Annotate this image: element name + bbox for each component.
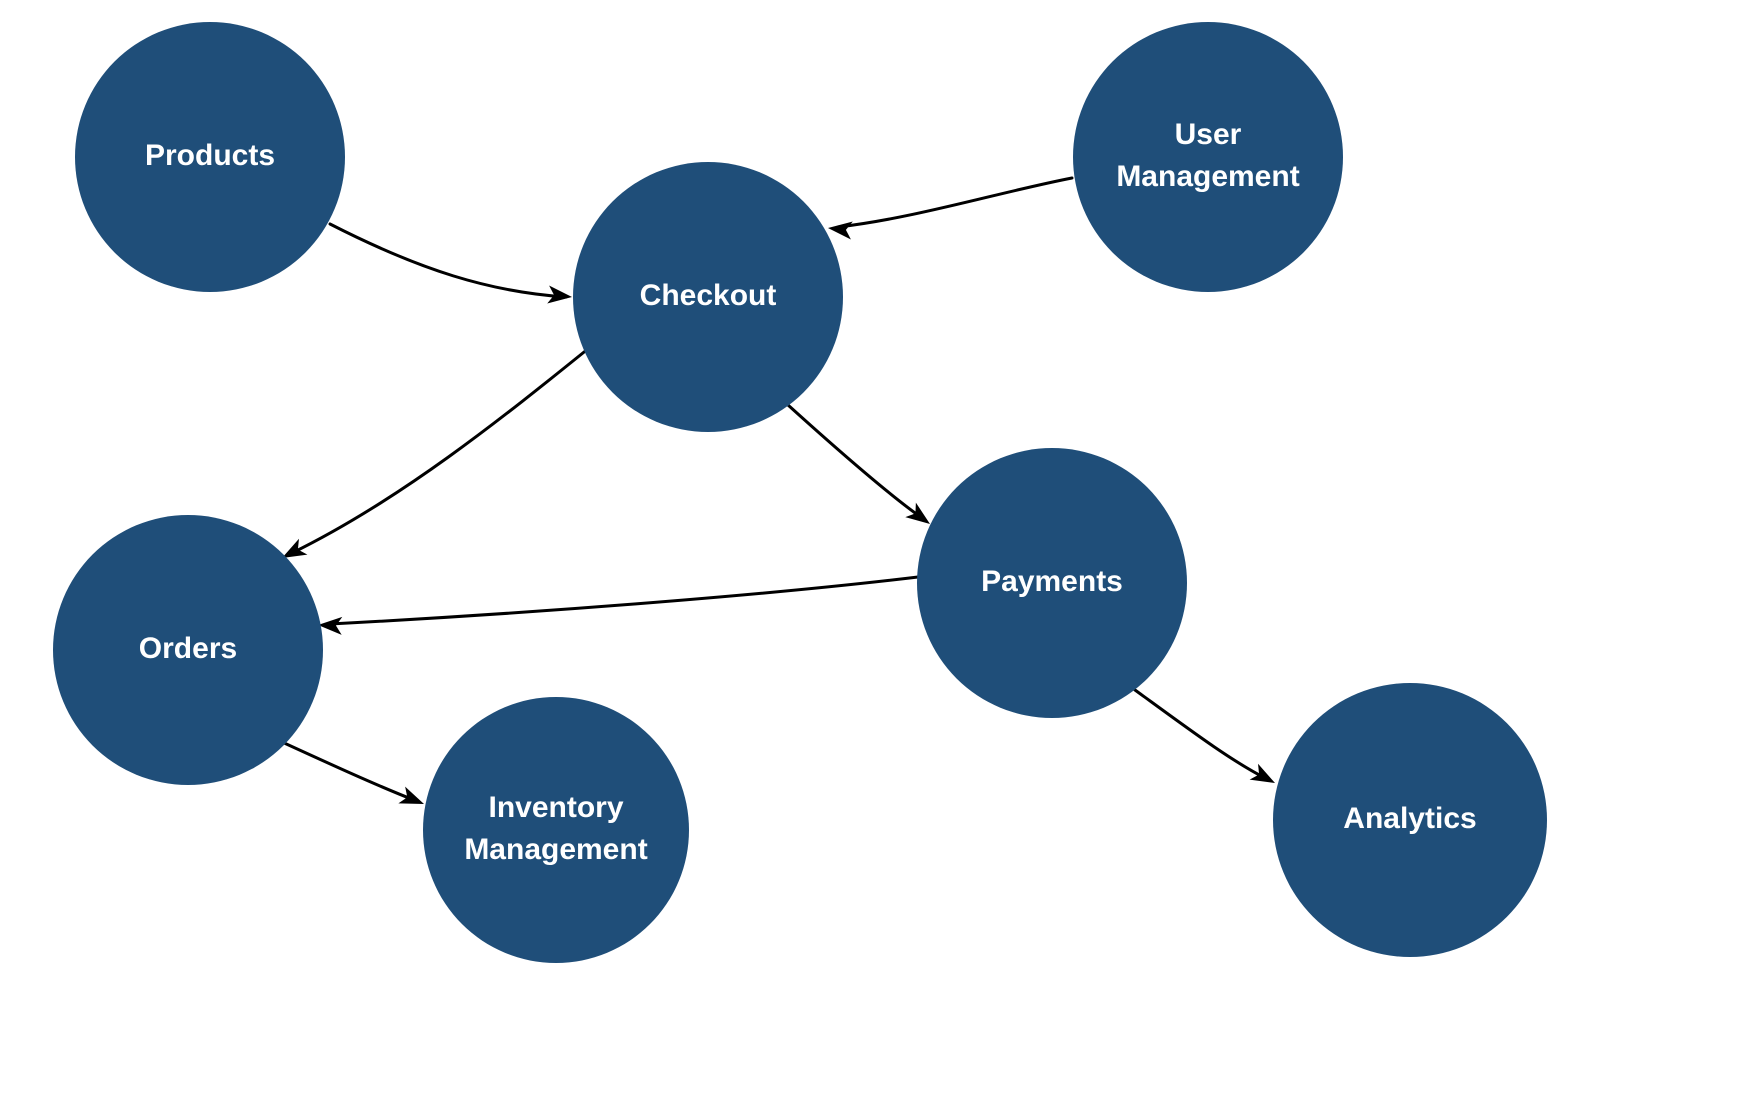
- arrowhead-payments-to-analytics: [1249, 763, 1275, 783]
- node-circle-payments[interactable]: [917, 448, 1187, 718]
- edge-line-orders-to-inventory-management: [280, 740, 416, 802]
- node-products[interactable]: Products: [75, 22, 345, 292]
- edge-line-products-to-checkout: [328, 222, 568, 299]
- edge-line-checkout-to-orders: [290, 342, 596, 555]
- arrowhead-checkout-to-orders: [282, 538, 308, 558]
- edge-line-checkout-to-payments: [786, 403, 924, 520]
- node-circle-checkout[interactable]: [573, 162, 843, 432]
- edge-payments-to-orders: [318, 575, 920, 635]
- edge-orders-to-inventory-management: [280, 740, 424, 804]
- edge-user-management-to-checkout: [828, 176, 1074, 240]
- node-orders[interactable]: Orders: [53, 515, 323, 785]
- arrowhead-checkout-to-payments: [905, 502, 930, 524]
- arrowhead-user-management-to-checkout: [828, 221, 853, 240]
- node-analytics[interactable]: Analytics: [1273, 683, 1547, 957]
- edge-line-payments-to-analytics: [1133, 688, 1267, 780]
- arrowhead-orders-to-inventory-management: [398, 786, 424, 804]
- edge-checkout-to-orders: [282, 342, 596, 558]
- node-circle-orders[interactable]: [53, 515, 323, 785]
- edge-checkout-to-payments: [786, 403, 930, 524]
- edges-layer: [280, 176, 1275, 804]
- node-circle-analytics[interactable]: [1273, 683, 1547, 957]
- node-circle-inventory-management[interactable]: [423, 697, 689, 963]
- edge-products-to-checkout: [328, 222, 572, 304]
- arrowhead-payments-to-orders: [318, 616, 343, 635]
- node-circle-user-management[interactable]: [1073, 22, 1343, 292]
- edge-line-payments-to-orders: [328, 575, 920, 626]
- node-checkout[interactable]: Checkout: [573, 162, 843, 432]
- node-payments[interactable]: Payments: [917, 448, 1187, 718]
- edge-payments-to-analytics: [1133, 688, 1275, 783]
- edge-line-user-management-to-checkout: [836, 176, 1074, 229]
- node-circle-products[interactable]: [75, 22, 345, 292]
- arrowhead-products-to-checkout: [547, 285, 572, 304]
